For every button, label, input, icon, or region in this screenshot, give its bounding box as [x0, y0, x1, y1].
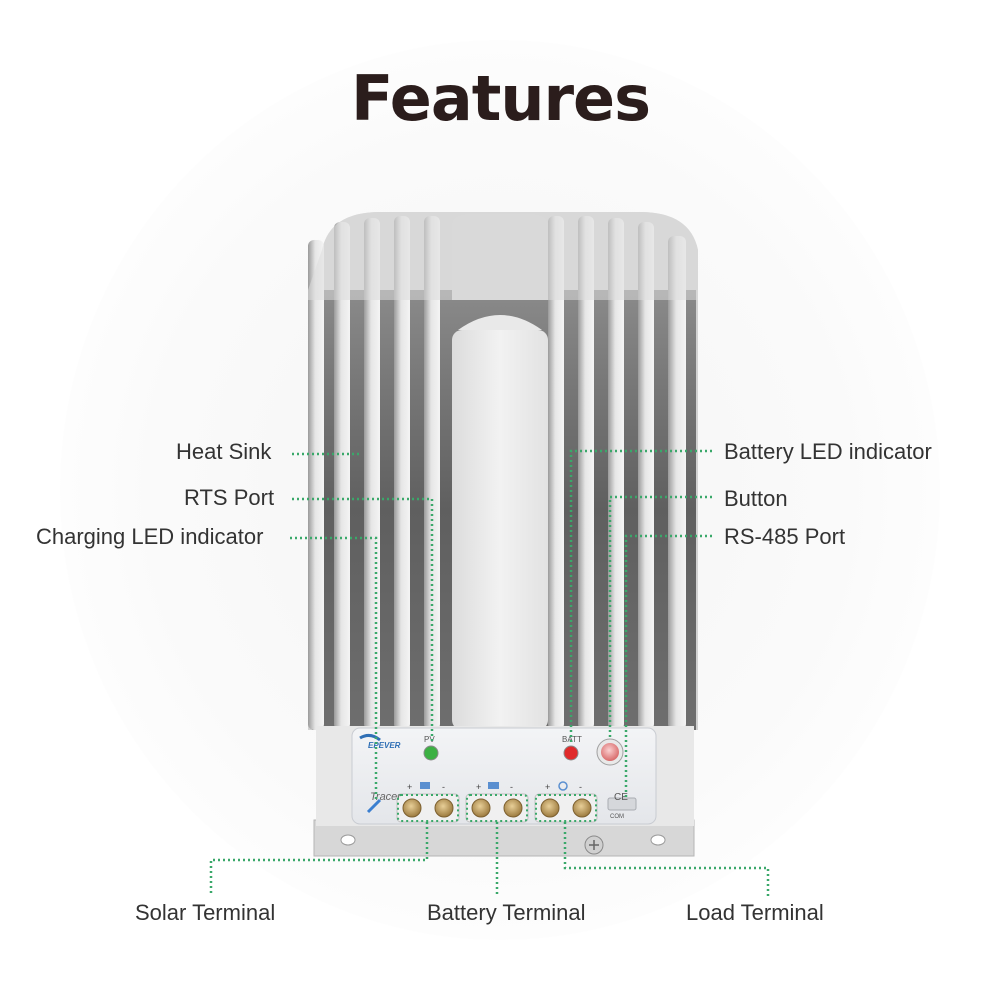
brand-logo: EPEVER: [368, 741, 401, 750]
product-name: Tracer: [370, 791, 402, 803]
rts-port-label: RTS Port: [184, 485, 275, 510]
ce-mark: CE: [614, 792, 628, 803]
pv-label: PV: [424, 735, 435, 744]
solar-terminal-leader: [209, 822, 429, 896]
button-leader: [608, 495, 712, 740]
charging-led-label: Charging LED indicator: [36, 524, 264, 549]
charging-led-icon: [423, 745, 439, 761]
load-terminals: [540, 798, 592, 818]
batt-label: BATT: [562, 735, 582, 744]
rs485-port-label: RS-485 Port: [724, 524, 846, 549]
rs485-port: [607, 797, 637, 811]
battery-led-label: Battery LED indicator: [724, 439, 932, 464]
load-minus: -: [579, 782, 582, 792]
heat-sink-label: Heat Sink: [176, 439, 272, 464]
load-terminal-label: Load Terminal: [686, 900, 824, 925]
front-panel: [316, 726, 694, 826]
battery-led-leader: [569, 449, 712, 742]
heat-sink-fins-right: [548, 216, 686, 730]
battery-terminals: [471, 798, 523, 818]
battery-minus: -: [510, 782, 513, 792]
screwdriver-icon: [366, 798, 382, 814]
leader-lines: [209, 449, 770, 896]
terminal-highlight-boxes: [397, 794, 597, 822]
button-label: Button: [724, 486, 788, 511]
load-plus: +: [545, 782, 550, 792]
heat-sink: [308, 212, 698, 730]
rts-port-leader: [292, 497, 434, 742]
battery-terminal-label: Battery Terminal: [427, 900, 586, 925]
solar-panel-icon: [420, 782, 430, 789]
solar-terminals: [402, 798, 454, 818]
solar-terminal-label: Solar Terminal: [135, 900, 276, 925]
battery-icon: [488, 782, 499, 789]
battery-led-icon: [563, 745, 579, 761]
solar-minus: -: [442, 782, 445, 792]
solar-plus: +: [407, 782, 412, 792]
rs485-leader: [624, 534, 712, 798]
charging-led-leader: [290, 536, 378, 800]
page-title: Features: [350, 62, 651, 135]
button-icon[interactable]: [601, 743, 619, 761]
logo-swoosh-icon: [359, 733, 381, 742]
battery-plus: +: [476, 782, 481, 792]
bulb-icon: [558, 781, 568, 791]
com-label: COM: [610, 814, 624, 820]
